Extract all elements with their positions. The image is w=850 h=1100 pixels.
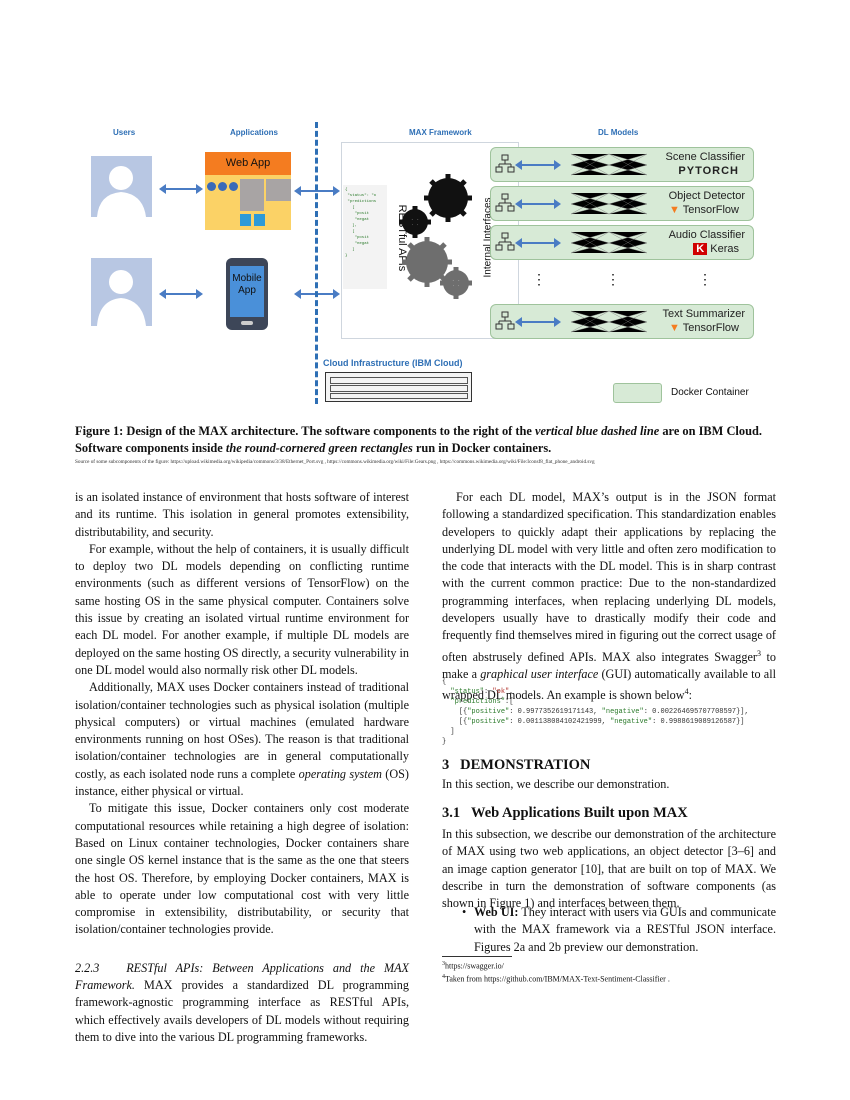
users-label: Users [113,128,136,137]
neural-network-icon [570,231,648,254]
gears-icon [399,174,472,299]
figure-source-note: Source of some subcomponents of the figu… [75,459,595,465]
json-output-example: { "status": "ok", "predictions":[ [{"pos… [442,678,749,746]
docker-container-legend-swatch [613,383,662,403]
docker-container-legend-label: Docker Container [671,387,749,398]
model-name: Text Summarizer [662,308,745,320]
bidirectional-arrow-icon [159,289,203,299]
network-icon [495,232,515,251]
tensorflow-logo-icon: ▼ [669,204,680,216]
web-app-label: Web App [205,152,291,175]
dl-model-box-text-summarizer: Text Summarizer ▼ TensorFlow [490,304,754,339]
neural-network-icon [570,153,648,176]
footnote-4: 4Taken from https://github.com/IBM/MAX-T… [442,974,670,984]
keras-logo-icon: K [693,243,708,255]
network-icon [495,154,515,173]
user-avatar-icon [91,258,152,326]
paragraph: For each DL model, MAX’s output is in th… [442,490,776,703]
model-framework: ▼ TensorFlow [669,322,739,334]
dl-model-box-audio-classifier: Audio Classifier K Keras [490,225,754,260]
footnote-rule [442,956,512,957]
paragraph: is an isolated instance of environment t… [75,490,409,539]
paragraph: In this section, we describe our demonst… [442,777,670,791]
tensorflow-logo-icon: ▼ [669,322,680,334]
subsection-heading: 3.1 Web Applications Built upon MAX [442,805,688,821]
applications-label: Applications [230,128,279,137]
section-heading: 3 DEMONSTRATION [442,757,591,773]
model-name: Scene Classifier [665,151,745,163]
model-name: Object Detector [668,190,745,202]
user-avatar-icon [91,156,152,217]
dl-models-label: DL Models [598,128,639,137]
network-icon [495,311,515,330]
cloud-infrastructure-label: Cloud Infrastructure (IBM Cloud) [323,358,463,368]
neural-network-icon [570,192,648,215]
max-framework-label: MAX Framework [409,128,472,137]
right-column: For each DL model, MAX’s output is in th… [442,489,776,705]
mobile-app-label: Mobile App [232,273,262,296]
ellipsis: ⋮ [698,273,712,288]
left-column: is an isolated instance of environment t… [75,489,409,1046]
cloud-boundary-dashed-line [315,122,318,404]
subsection-paragraph: 2.2.3 RESTful APIs: Between Applications… [75,960,409,1044]
bullet-item: •Web UI: They interact with users via GU… [462,905,776,954]
model-framework: K Keras [693,243,739,255]
neural-network-icon [570,310,648,333]
ellipsis: ⋮ [606,273,620,288]
bidirectional-arrow-icon [515,199,561,209]
footnote-3: 3https://swagger.io/ [442,961,504,971]
network-icon [495,193,515,212]
json-snippet-icon: { "status": "o "predictions [ "posit "ne… [343,185,387,289]
figure-caption: Figure 1: Design of the MAX architecture… [75,424,762,455]
mobile-phone-icon: Mobile App [226,258,268,330]
paragraph: To mitigate this issue, Docker container… [75,801,409,937]
paragraph: In this subsection, we describe our demo… [442,827,776,911]
bidirectional-arrow-icon [515,238,561,248]
model-framework: PYTORCH [678,165,739,177]
ellipsis: ⋮ [532,273,546,288]
bullet-icon: • [462,905,467,919]
bidirectional-arrow-icon [515,160,561,170]
paragraph: Additionally, MAX uses Docker containers… [75,680,409,799]
bidirectional-arrow-icon [515,317,561,327]
web-app-illustration: Web App [205,152,291,230]
model-framework: ▼ TensorFlow [669,204,739,216]
bidirectional-arrow-icon [159,184,203,194]
dl-model-box-object-detector: Object Detector ▼ TensorFlow [490,186,754,221]
model-name: Audio Classifier [668,229,745,241]
server-rack-icon [325,372,472,402]
paragraph: For example, without the help of contain… [75,541,409,677]
dl-model-box-scene-classifier: Scene Classifier PYTORCH [490,147,754,182]
